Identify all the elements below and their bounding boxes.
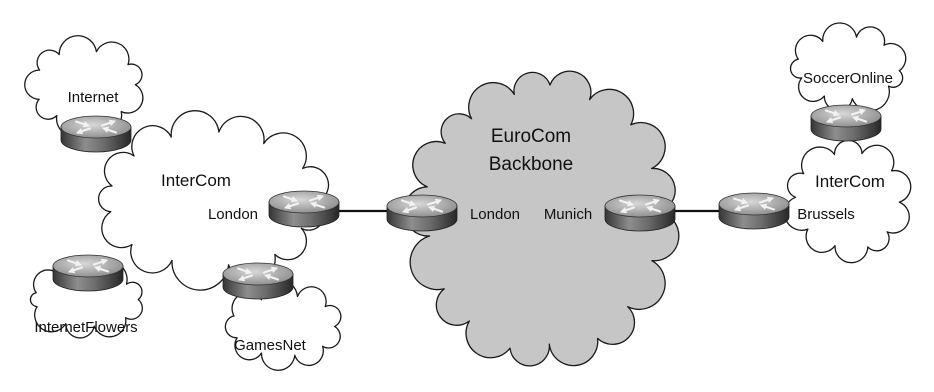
london-backbone-label: London — [470, 206, 520, 223]
london-backbone-router-icon — [387, 195, 457, 231]
games-net-label: GamesNet — [234, 337, 307, 354]
brussels-router-icon — [719, 193, 789, 229]
intercom-east-cloud — [783, 139, 912, 264]
soccer-online-cloud — [789, 22, 907, 112]
london-intercom-router-icon — [269, 191, 339, 227]
soccer-online-label: SoccerOnline — [803, 70, 893, 87]
games-net-cloud — [224, 279, 342, 371]
munich-label: Munich — [544, 206, 592, 223]
london-intercom-label: London — [208, 206, 258, 223]
labels: Internet InterCom London InternetFlowers… — [34, 70, 893, 354]
intercom-east-label: InterCom — [815, 172, 885, 191]
eurocom-label: EuroCom — [491, 126, 571, 147]
brussels-label: Brussels — [797, 206, 855, 223]
games-net-router-icon — [223, 263, 293, 299]
internet-flowers-label: InternetFlowers — [34, 319, 137, 336]
internet-label: Internet — [68, 89, 120, 106]
internet-flowers-router-icon — [53, 255, 123, 291]
clouds — [24, 22, 912, 371]
internet-router-icon — [61, 116, 131, 152]
backbone-label: Backbone — [489, 154, 574, 175]
intercom-west-label: InterCom — [161, 171, 231, 190]
munich-router-icon — [605, 195, 675, 231]
soccer-online-router-icon — [811, 105, 881, 141]
